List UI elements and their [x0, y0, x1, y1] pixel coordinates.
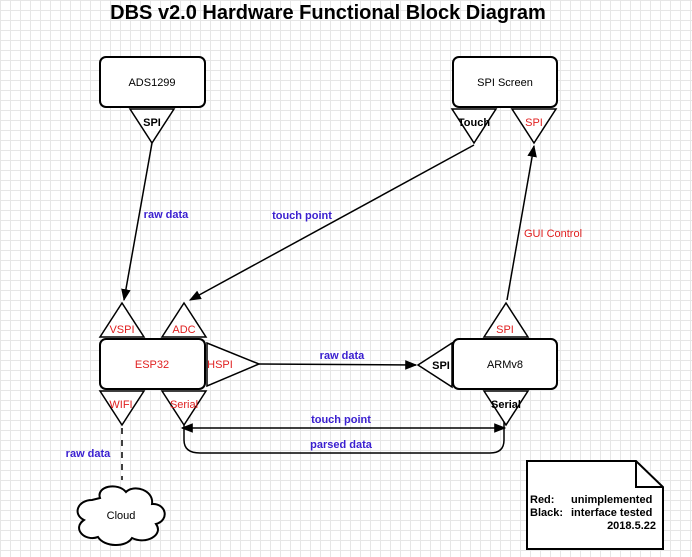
diagram-title: DBS v2.0 Hardware Functional Block Diagr… — [110, 2, 546, 24]
esp32-hspi-label: HSPI — [207, 359, 233, 371]
esp32-adc-label: ADC — [172, 324, 195, 336]
spi-screen-label: SPI Screen — [477, 77, 533, 89]
edge-label-raw-data-hspi: raw data — [320, 350, 366, 362]
legend-red-key: Red: — [530, 494, 554, 506]
esp32-serial-port — [160, 390, 208, 427]
screen-touch-label: Touch — [458, 117, 490, 129]
edge-parsed-data-loop — [183, 406, 505, 454]
cloud-label: Cloud — [107, 510, 136, 522]
edge-label-gui-control: GUI Control — [524, 228, 582, 240]
legend-black-key: Black: — [530, 507, 563, 519]
screen-spi-label: SPI — [525, 117, 543, 129]
edge-ads-to-esp32 — [121, 142, 153, 302]
esp32-vspi-label: VSPI — [109, 324, 134, 336]
cloud-shape — [76, 485, 166, 546]
screen-touch-port — [450, 108, 498, 145]
esp32-vspi-port — [98, 301, 146, 338]
ads-spi-label: SPI — [143, 117, 161, 129]
legend-red-value: unimplemented — [571, 494, 652, 506]
armv8-spi-left-port — [416, 341, 453, 389]
esp32-label: ESP32 — [135, 359, 169, 371]
esp32-wifi-label: WIFI — [109, 399, 132, 411]
edge-label-touch-point-screen: touch point — [272, 210, 332, 222]
edge-label-parsed-data: parsed data — [310, 439, 373, 451]
esp32-hspi-port — [206, 341, 261, 388]
edge-hspi-to-arm — [258, 360, 418, 370]
esp32-serial-label: Serial — [170, 399, 198, 411]
ads1299-label: ADS1299 — [128, 77, 175, 89]
edge-arm-to-screen — [506, 144, 537, 301]
legend-date: 2018.5.22 — [607, 520, 656, 532]
armv8-spi-left-label: SPI — [432, 360, 450, 372]
ads-spi-port — [128, 108, 176, 145]
legend-note-fold — [635, 461, 663, 488]
esp32-adc-port — [160, 301, 208, 338]
armv8-label: ARMv8 — [487, 359, 523, 371]
edge-label-raw-data-cloud: raw data — [66, 448, 112, 460]
armv8-serial-port — [482, 390, 530, 427]
legend-note — [526, 460, 664, 550]
armv8-spi-top-port — [482, 301, 530, 338]
ads1299-block — [99, 56, 206, 108]
armv8-block — [452, 338, 558, 390]
legend-black-value: interface tested — [571, 507, 652, 519]
armv8-spi-top-label: SPI — [496, 324, 514, 336]
armv8-serial-label: Serial — [491, 399, 521, 411]
edge-touch-to-esp32 — [188, 144, 475, 301]
esp32-block — [99, 338, 206, 390]
spi-screen-block — [452, 56, 558, 108]
edge-label-raw-data-ads: raw data — [144, 209, 190, 221]
edge-label-touch-point-serial: touch point — [311, 414, 371, 426]
screen-spi-port — [510, 108, 558, 145]
esp32-wifi-port — [98, 390, 146, 427]
